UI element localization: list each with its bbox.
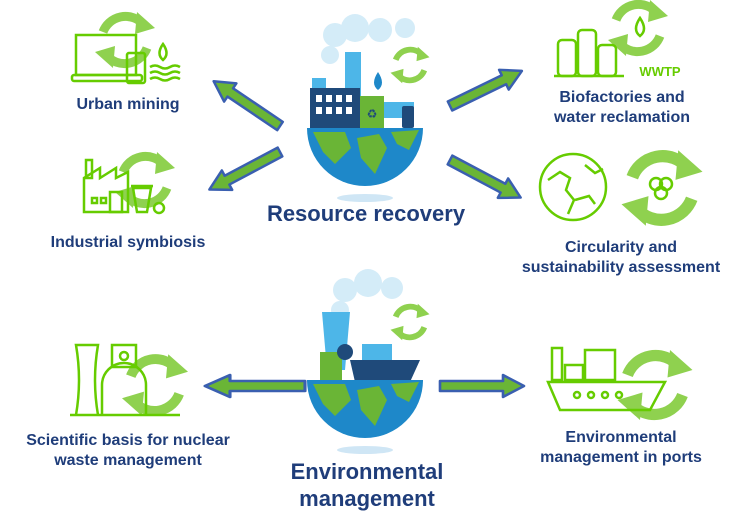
topic-line: management in ports (540, 449, 702, 466)
topic-circularity: Circularity and sustainability assessmen… (522, 238, 720, 278)
globe-icon (307, 380, 423, 454)
svg-text:♻: ♻ (367, 107, 378, 121)
wwtp-label: WWTP (639, 64, 681, 79)
circularity-icon (538, 150, 703, 226)
hub-environmental-management: Environmental management (291, 458, 444, 512)
environmental-management-illustration (307, 269, 430, 454)
arrow-to-ports (438, 373, 526, 399)
topic-line: sustainability assessment (521, 259, 721, 276)
recycle-icon (391, 304, 430, 340)
port-ship-icon (546, 348, 693, 420)
arrow-to-circularity (443, 149, 528, 209)
topic-line: water reclamation (553, 109, 691, 126)
topic-line: Biofactories and (559, 89, 685, 106)
topic-line: Circularity and (564, 239, 678, 256)
biofactories-icon (554, 0, 668, 78)
arrow-to-nuclear (203, 373, 307, 399)
topic-line: Scientific basis for nuclear (26, 432, 230, 449)
arrow-to-industrial-symbiosis (202, 141, 287, 201)
arrow-to-urban-mining (206, 70, 288, 137)
hub-line: Environmental (290, 459, 444, 484)
topic-line: Environmental (565, 429, 677, 446)
resource-recovery-illustration: ♻ (307, 14, 430, 202)
topic-industrial-symbiosis: Industrial symbiosis (50, 234, 206, 251)
topic-biofactories: Biofactories and water reclamation (554, 88, 690, 128)
topic-ports: Environmental management in ports (540, 428, 702, 468)
hub-line: management (299, 486, 435, 511)
industrial-symbiosis-icon (82, 152, 175, 215)
arrow-to-biofactories (443, 59, 528, 118)
urban-mining-icon (70, 12, 181, 85)
topic-line: waste management (54, 452, 202, 469)
recycle-icon (391, 47, 430, 83)
topic-nuclear-waste: Scientific basis for nuclear waste manag… (26, 431, 230, 471)
globe-icon (307, 128, 423, 202)
nuclear-waste-icon (70, 343, 188, 416)
topic-urban-mining: Urban mining (76, 96, 180, 113)
hub-resource-recovery: Resource recovery (266, 201, 466, 226)
